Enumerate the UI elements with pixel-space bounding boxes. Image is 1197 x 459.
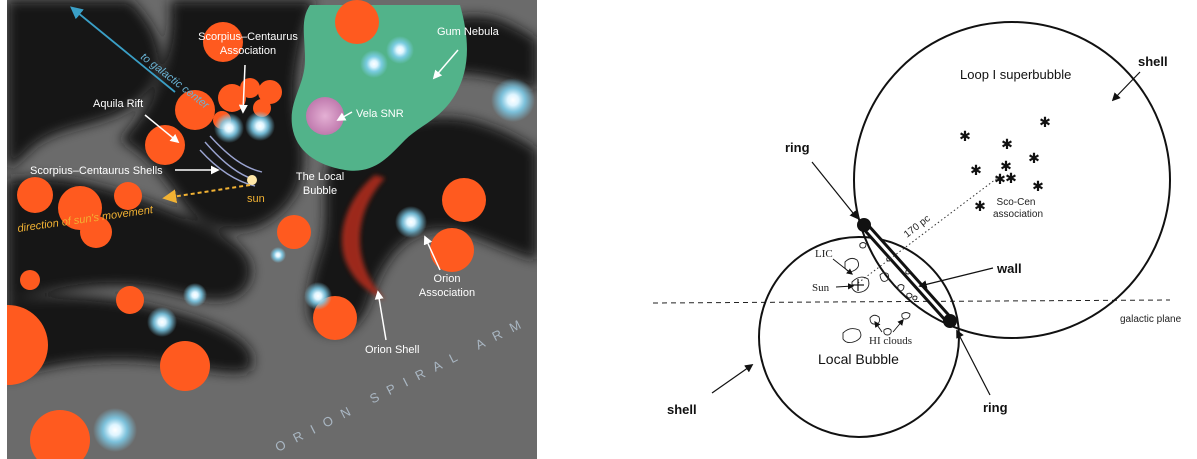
local-bubble-circle [758,236,960,438]
wall-label: wall [996,261,1022,276]
sun-movement-arrow [162,184,251,204]
orion-association-label-line1: Orion [434,273,461,285]
vela-snr-region [306,97,344,135]
arrow-to-orion-shell [374,290,387,341]
wall-band-inner [862,223,952,323]
ring-bottom-dot [943,314,957,328]
sco-cen-shells-label: Scorpius–Centaurus Shells [30,165,163,177]
distance-line [857,175,1001,284]
shell-top-arrow [1111,71,1141,102]
arrow-to-sco-cen-association [238,64,248,114]
ring-top-label: ring [785,140,810,155]
gum-nebula-label: Gum Nebula [437,26,500,38]
ring-bottom-arrow [956,329,991,396]
hi-clouds-arrow-right [892,319,904,333]
ring-top-dot [857,218,871,232]
arrow-to-aquila-rift [144,114,180,144]
star-icon: ✱ [1028,150,1040,166]
loop-i-superbubble-circle [853,21,1171,339]
aquila-rift-label: Aquila Rift [93,98,143,110]
orion-association-label-line2: Association [419,287,475,299]
local-bubble-label: Local Bubble [818,351,899,367]
star-icon: ✱ [1000,158,1012,174]
orion-shell-arc [341,175,385,300]
star-icon: ✱ [1005,170,1017,186]
star-icon: ✱ [959,128,971,144]
sun-marker [247,175,257,185]
sun-arrow [835,283,855,290]
hi-clouds-label: HI clouds [869,335,912,347]
arrow-to-gum-nebula [432,49,459,80]
hi-clouds-arrow-left [874,320,883,333]
shell-bottom-arrow [711,364,754,394]
superbubble-schematic: ✱ ✱ ✱ ✱ ✱ ✱ ✱ ✱ ✱ ✱ [652,21,1182,438]
sco-cen-association-label-line1: Scorpius–Centaurus [198,31,298,43]
shell-bottom-label: shell [667,402,697,417]
hi-cloud-shapes [842,242,918,344]
wall-arrow [918,267,994,289]
ring-top-arrow [811,161,859,220]
lic-arrow [832,258,853,275]
arrow-to-vela-snr [336,111,353,121]
sco-cen-stars: ✱ ✱ ✱ ✱ ✱ ✱ ✱ ✱ ✱ ✱ [959,114,1051,214]
distance-label: 170 pc [902,213,932,240]
star-icon: ✱ [1039,114,1051,130]
loop-i-superbubble-label: Loop I superbubble [960,67,1071,82]
galactic-center-arrow [70,6,176,93]
sco-cen-label-line1: Sco-Cen [997,197,1036,208]
local-bubble-label-line2: Bubble [303,185,337,197]
star-icon: ✱ [1001,136,1013,152]
sco-cen-association-label-line2: Association [220,45,276,57]
arrow-to-orion-association [423,235,441,271]
sco-cen-label-line2: association [993,209,1043,220]
sun-label: sun [247,193,265,205]
ring-bottom-label: ring [983,400,1008,415]
galactic-plane-label: galactic plane [1120,314,1182,325]
lic-label: LIC [815,248,833,260]
star-icon: ✱ [1032,178,1044,194]
vela-snr-label: Vela SNR [356,108,404,120]
local-bubble-label-line1: The Local [296,171,344,183]
star-icon: ✱ [970,162,982,178]
star-icon: ✱ [974,198,986,214]
hot-gas-clouds [7,0,486,459]
sun-label-right: Sun [812,282,830,294]
local-bubble-illustration: to galactic center Scorpius–Centaurus As… [7,0,537,459]
orion-shell-label: Orion Shell [365,344,419,356]
star-icon: ✱ [994,171,1006,187]
shell-top-label: shell [1138,54,1168,69]
star-glows [93,36,535,452]
